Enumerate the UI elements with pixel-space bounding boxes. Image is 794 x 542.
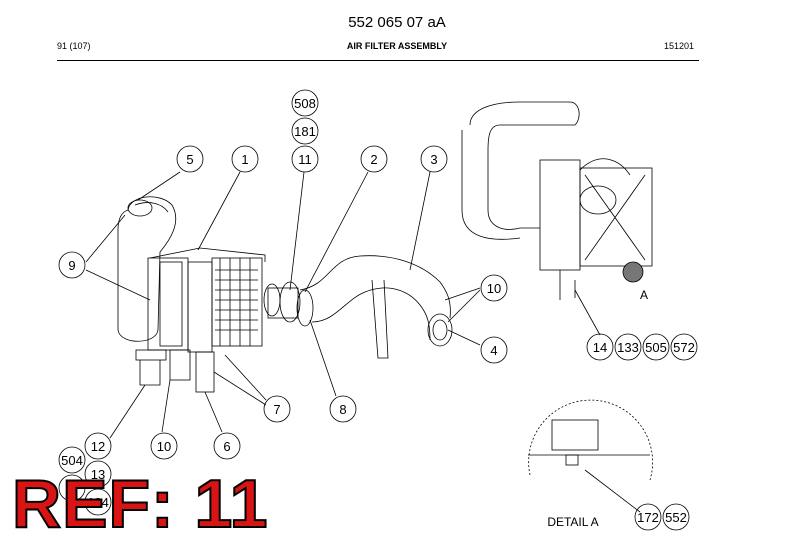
callout-8: 8 [339, 402, 346, 417]
air-intake-duct [117, 196, 177, 342]
air-filter-housing [135, 247, 266, 393]
detail-a-drawing [528, 399, 654, 513]
intake-hose [299, 255, 453, 359]
header-divider [57, 60, 699, 61]
callout-13: 13 [91, 467, 105, 482]
callout-181: 181 [294, 124, 316, 139]
date-code: 151201 [664, 41, 695, 51]
detail-caption: DETAIL A [547, 515, 598, 529]
callout-10-bottom: 10 [157, 439, 171, 454]
overview-drawing [461, 101, 653, 300]
callout-5-bottom: 5 [68, 481, 75, 496]
page-title: AIR FILTER ASSEMBLY [346, 41, 448, 51]
callout-572: 572 [673, 340, 695, 355]
callout-4: 4 [490, 343, 497, 358]
callout-133: 133 [617, 340, 639, 355]
ref-banner: REF: 11 [11, 466, 269, 542]
callout-3: 3 [430, 152, 437, 167]
callout-1: 1 [241, 152, 248, 167]
callout-7: 7 [273, 402, 280, 417]
callout-5: 5 [186, 152, 193, 167]
callout-2: 2 [370, 152, 377, 167]
callout-6: 6 [223, 439, 230, 454]
callout-11: 11 [298, 152, 312, 167]
callout-12: 12 [91, 439, 105, 454]
page-reference: 91 (107) [57, 41, 91, 51]
callout-508: 508 [294, 96, 316, 111]
callout-10-right: 10 [487, 281, 501, 296]
callout-14: 14 [593, 340, 607, 355]
document-number: 552 065 07 aA [348, 14, 446, 31]
callout-505: 505 [645, 340, 667, 355]
callout-circles [58, 89, 698, 531]
adapter-and-clamp [263, 281, 314, 327]
callout-9: 9 [68, 258, 75, 273]
detail-marker: A [640, 288, 648, 302]
callout-504: 504 [61, 453, 83, 468]
callout-552: 552 [665, 510, 687, 525]
leader-lines [85, 171, 601, 439]
callout-172: 172 [637, 510, 659, 525]
callout-134: 134 [87, 495, 109, 510]
